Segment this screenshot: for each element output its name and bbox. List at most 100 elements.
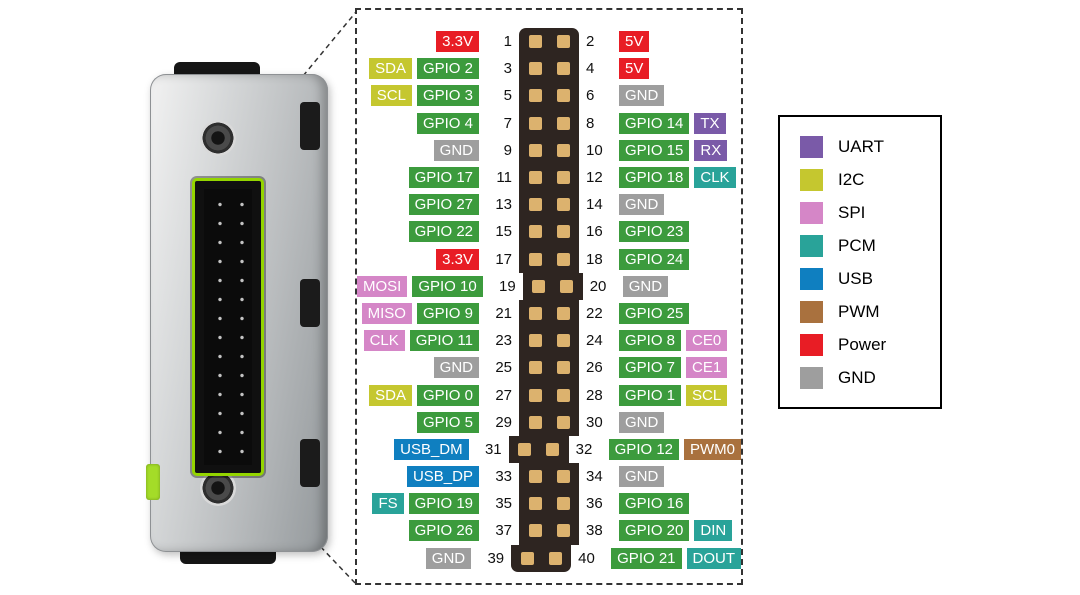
pin-label-badge: GPIO 10 — [412, 275, 483, 297]
pin-number-left: 9 — [503, 141, 512, 159]
pin-label-badge: USB_DM — [394, 438, 469, 460]
pin-pad — [560, 279, 574, 293]
pin-pad — [528, 497, 542, 511]
legend-label: I2C — [838, 169, 865, 189]
pin-pad — [556, 524, 570, 538]
pin-labels-left: GPIO 26 — [357, 520, 486, 542]
legend-label: Power — [838, 334, 887, 354]
pin-labels-left: GND — [357, 547, 478, 569]
pin-label-badge: GND — [425, 547, 472, 569]
pin-label-badge: GND — [622, 275, 669, 297]
header-strip-cell — [519, 381, 579, 409]
legend-label: UART — [838, 136, 884, 156]
pin-labels-left: GND — [357, 357, 486, 379]
pin-pad — [556, 497, 570, 511]
header-strip-cell — [508, 435, 569, 463]
pin-pad — [556, 198, 570, 212]
header-strip-cell — [519, 245, 579, 273]
pin-number-right: 16 — [586, 223, 603, 241]
pin-pad — [556, 252, 570, 266]
pin-number-left: 13 — [495, 196, 512, 214]
header-strip-cell — [519, 517, 579, 545]
header-strip-cell — [511, 544, 572, 572]
device-photo — [140, 62, 340, 564]
pin-label-badge: 5V — [619, 58, 650, 80]
pin-labels-right: GND — [612, 194, 741, 216]
legend-color-swatch — [800, 267, 823, 290]
legend-item: GND — [800, 366, 940, 389]
pin-pad — [556, 171, 570, 185]
pin-pad — [556, 388, 570, 402]
header-strip-cell — [519, 463, 579, 491]
legend-label: USB — [838, 268, 873, 288]
pin-label-badge: GPIO 14 — [619, 112, 690, 134]
pin-label-badge: GPIO 7 — [619, 357, 682, 379]
pin-label-badge: GPIO 9 — [416, 302, 479, 324]
device-green-part — [146, 464, 160, 500]
legend-color-swatch — [800, 168, 823, 191]
pin-labels-left: GPIO 5 — [357, 411, 486, 433]
pin-label-badge: GND — [619, 411, 665, 433]
pin-row: GPIO 22 15 16 GPIO 23 — [357, 218, 741, 246]
pin-pad — [520, 551, 534, 565]
pin-number-right: 8 — [586, 114, 595, 132]
pin-number-right: 32 — [575, 440, 593, 458]
pin-label-badge: GPIO 24 — [619, 248, 690, 270]
header-strip-cell — [519, 82, 579, 110]
pin-number-left: 37 — [495, 522, 512, 540]
pin-labels-left: USB_DM — [357, 438, 476, 460]
pin-number-left: 23 — [495, 332, 512, 350]
pin-label-badge: RX — [694, 139, 728, 161]
pin-label-badge: SCL — [370, 85, 412, 107]
legend-item: SPI — [800, 201, 940, 224]
pin-number-right: 26 — [586, 359, 603, 377]
pin-labels-left: GPIO 22 — [357, 221, 486, 243]
legend: UART I2C SPI PCM USB PWM Power GND — [778, 115, 942, 409]
pin-labels-left: USB_DP — [357, 466, 486, 488]
pin-row: GPIO 5 29 30 GND — [357, 408, 741, 436]
pin-number-right: 40 — [578, 549, 595, 567]
pin-pad — [528, 225, 542, 239]
pin-pad — [532, 279, 546, 293]
pin-number-right: 22 — [586, 304, 603, 322]
pin-label-badge: GPIO 11 — [409, 330, 479, 352]
pin-pad — [556, 89, 570, 103]
legend-item: USB — [800, 267, 940, 290]
pin-label-badge: GPIO 19 — [408, 493, 479, 515]
pin-number-right: 14 — [586, 196, 603, 214]
pin-label-badge: GPIO 27 — [408, 194, 479, 216]
pin-label-badge: GND — [433, 357, 479, 379]
pin-pad — [556, 35, 570, 49]
legend-color-swatch — [800, 201, 823, 224]
header-strip-cell — [519, 55, 579, 83]
pin-label-badge: GPIO 0 — [416, 384, 479, 406]
pin-number-right: 2 — [586, 33, 595, 51]
pin-pad — [528, 306, 542, 320]
pin-number-right: 28 — [586, 386, 603, 404]
pin-labels-right: GND — [612, 85, 741, 107]
pin-row: 3.3V 17 18 GPIO 24 — [357, 245, 741, 273]
pin-pad — [528, 89, 542, 103]
pin-label-badge: GPIO 16 — [619, 493, 690, 515]
pin-number-right: 24 — [586, 332, 603, 350]
pin-label-badge: GPIO 23 — [619, 221, 690, 243]
pin-label-badge: GPIO 20 — [619, 520, 690, 542]
pin-pad — [528, 116, 542, 130]
pin-pad — [528, 334, 542, 348]
pin-number-left: 7 — [503, 114, 512, 132]
header-strip-cell — [522, 272, 583, 300]
pin-label-badge: TX — [694, 112, 726, 134]
pin-label-badge: GPIO 3 — [416, 85, 479, 107]
pin-pad — [556, 225, 570, 239]
